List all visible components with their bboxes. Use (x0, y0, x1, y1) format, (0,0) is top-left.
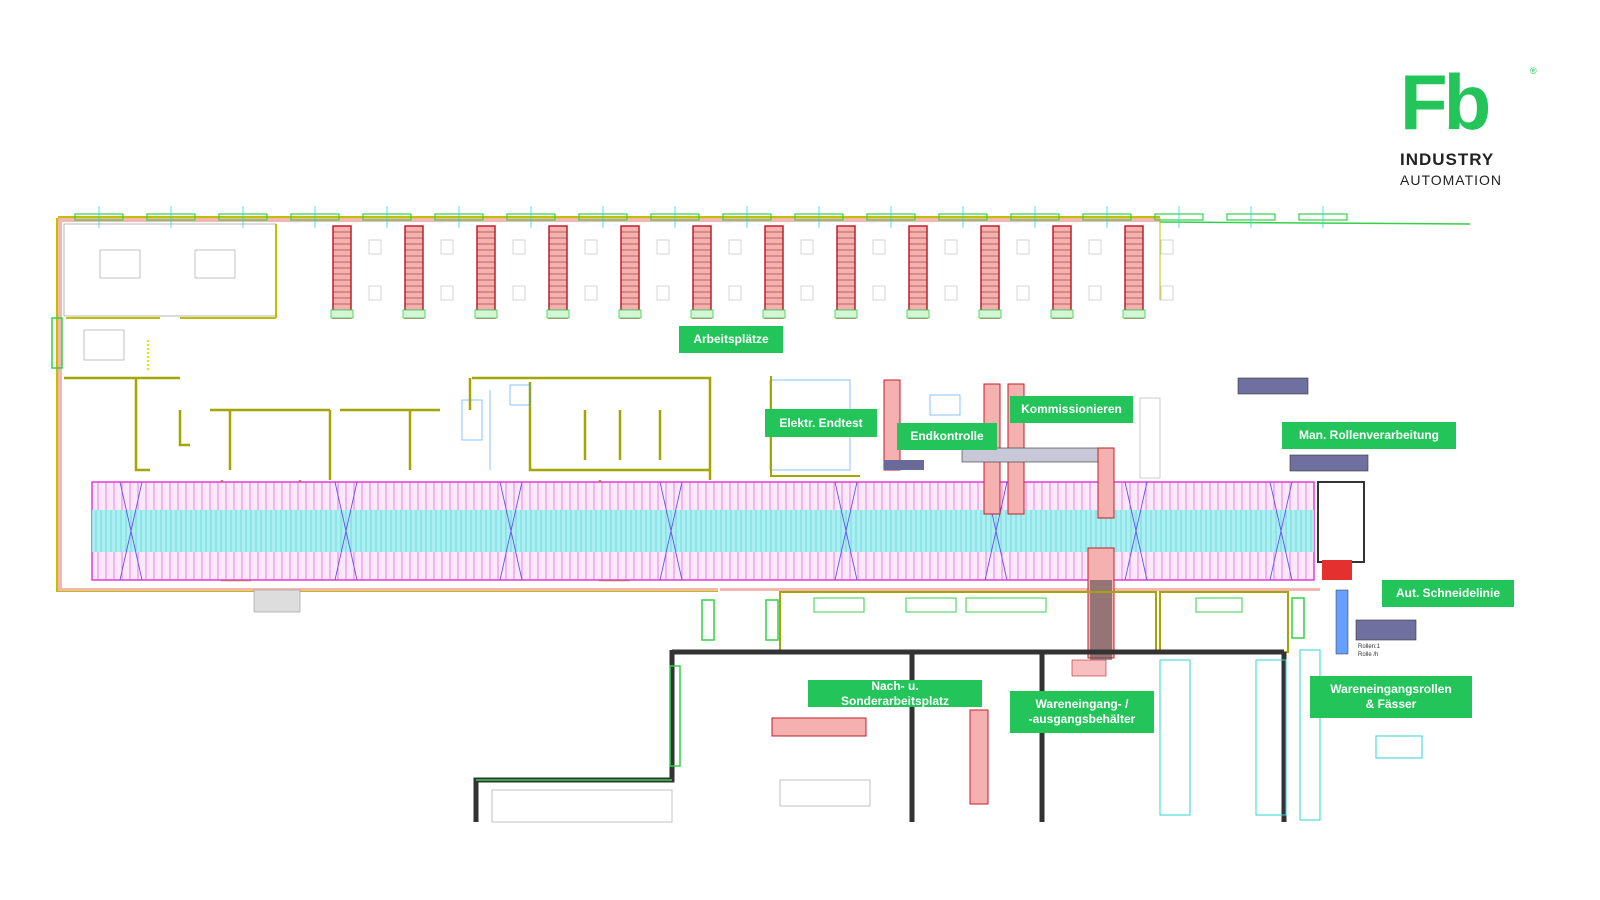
workstation-chair (800, 239, 814, 255)
workstation-chair (872, 285, 886, 301)
workstation-base (762, 309, 786, 319)
workstation-chair (1016, 239, 1030, 255)
logo-automation: AUTOMATION (1400, 172, 1503, 188)
logo-mark: Fb (1400, 58, 1491, 146)
workstation-chair (1160, 285, 1174, 301)
workstation-base (1050, 309, 1074, 319)
workstation-base (978, 309, 1002, 319)
top-windows (74, 206, 1348, 228)
label-aut-schneidelinie: Aut. Schneidelinie (1382, 580, 1514, 607)
workstation-chair (512, 239, 526, 255)
workstation-base (834, 309, 858, 319)
workstation-chair (944, 239, 958, 255)
workstation-chair (368, 285, 382, 301)
annotation-rollen: Rollen:1 (1358, 644, 1381, 650)
label-man-rollenverarbeitung: Man. Rollenverarbeitung (1282, 422, 1456, 449)
building-outline (56, 216, 1471, 592)
label-wareneingang-behaelter: Wareneingang- / -ausgangsbehälter (1010, 691, 1154, 733)
workstation-row (330, 225, 1174, 319)
lower-rooms (253, 589, 1423, 823)
workstation-chair (584, 285, 598, 301)
logo-registered: ® (1530, 66, 1537, 76)
workstation-chair (728, 239, 742, 255)
workstation-base (618, 309, 642, 319)
workstation-chair (728, 285, 742, 301)
label-endkontrolle: Endkontrolle (897, 423, 997, 450)
workstation-chair (440, 285, 454, 301)
workstation-chair (1160, 239, 1174, 255)
workstation-chair (656, 239, 670, 255)
label-kommissionieren: Kommissionieren (1010, 396, 1133, 423)
workstation-base (474, 309, 498, 319)
storage-rack (91, 481, 1315, 581)
office-area (51, 223, 277, 370)
rack-brace (334, 481, 358, 581)
workstation-base (402, 309, 426, 319)
logo-industry: INDUSTRY (1400, 150, 1495, 169)
workstation-base (906, 309, 930, 319)
workstation-chair (1088, 285, 1102, 301)
workstation-chair (440, 239, 454, 255)
rack-brace (119, 481, 143, 581)
workstation-base (1122, 309, 1146, 319)
rack-brace (834, 481, 858, 581)
label-nach-sonderarbeitsplatz: Nach- u. Sonderarbeitsplatz (808, 679, 982, 708)
rack-brace (499, 481, 523, 581)
rack-brace (659, 481, 683, 581)
workstation-chair (1088, 239, 1102, 255)
fb-logo: Fb ® INDUSTRY AUTOMATION (1400, 62, 1560, 202)
cutting-line-machines (1237, 377, 1417, 655)
workstation-chair (368, 239, 382, 255)
rack-brace (1124, 481, 1148, 581)
workstation-base (546, 309, 570, 319)
workstation-chair (800, 285, 814, 301)
workstation-base (690, 309, 714, 319)
label-arbeitsplaetze: Arbeitsplätze (679, 326, 783, 353)
workstation-base (330, 309, 354, 319)
annotation-rolle-h: Rolle /h (1358, 652, 1378, 658)
workstation-chair (512, 285, 526, 301)
workstation-chair (584, 239, 598, 255)
rack-brace (1269, 481, 1293, 581)
label-elektr-endtest: Elektr. Endtest (765, 409, 877, 437)
label-wareneingangsrollen: Wareneingangsrollen & Fässer (1310, 676, 1472, 718)
workstation-chair (944, 285, 958, 301)
workstation-chair (1016, 285, 1030, 301)
workstation-chair (872, 239, 886, 255)
workstation-chair (656, 285, 670, 301)
